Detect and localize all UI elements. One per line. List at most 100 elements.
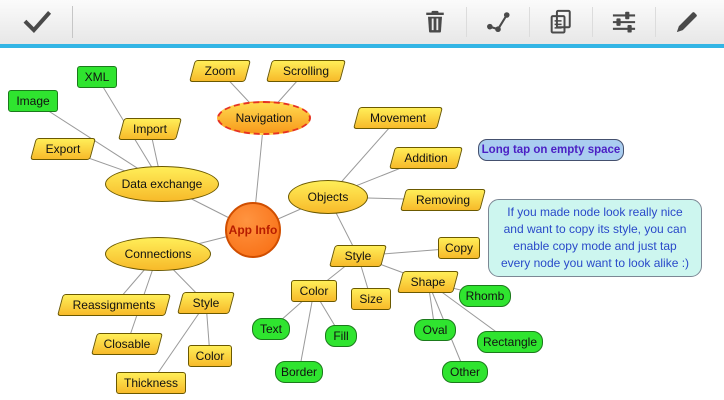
toolbar-separator xyxy=(529,7,530,37)
node-label: Oval xyxy=(422,322,448,337)
toolbar xyxy=(0,0,724,48)
mindmap-node-note-long-tap[interactable]: Long tap on empty space xyxy=(478,139,624,161)
node-shape xyxy=(414,319,456,341)
node-label: Import xyxy=(132,121,167,136)
toolbar-divider xyxy=(72,6,73,38)
mindmap-node-app-info[interactable]: App Info xyxy=(225,202,281,258)
mindmap-node-color-connections[interactable]: Color xyxy=(188,345,232,367)
mindmap-node-image[interactable]: Image xyxy=(8,90,58,112)
mindmap-node-border[interactable]: Border xyxy=(275,361,323,383)
mindmap-node-xml[interactable]: XML xyxy=(77,66,117,88)
settings-button[interactable] xyxy=(593,0,655,44)
mindmap-node-text[interactable]: Text xyxy=(252,318,290,340)
node-label: Border xyxy=(280,364,318,379)
mindmap-node-connections[interactable]: Connections xyxy=(105,237,211,271)
node-label: Reassignments xyxy=(72,297,156,312)
node-label: Long tap on empty space xyxy=(481,143,621,156)
node-shape xyxy=(275,361,323,383)
toolbar-separator xyxy=(466,7,467,37)
node-label: Style xyxy=(192,295,220,310)
node-shape xyxy=(188,345,232,367)
node-label: Rhomb xyxy=(465,288,505,303)
node-label: Scrolling xyxy=(282,63,330,78)
copy-pages-icon xyxy=(547,8,575,36)
node-label: Shape xyxy=(410,274,446,289)
mindmap-node-export[interactable]: Export xyxy=(30,138,96,160)
node-label: Movement xyxy=(369,110,427,125)
mindmap-node-navigation[interactable]: Navigation xyxy=(217,101,311,135)
node-label: Export xyxy=(45,141,81,156)
node-label: Other xyxy=(449,364,480,379)
node-shape xyxy=(105,237,211,271)
node-label: If you made node look really nice and wa… xyxy=(500,205,690,270)
mindmap-node-copy[interactable]: Copy xyxy=(438,237,480,259)
node-shape xyxy=(288,180,368,214)
confirm-button[interactable] xyxy=(6,0,68,44)
mindmap-node-reassignments[interactable]: Reassignments xyxy=(57,294,171,316)
mindmap-node-style-connections[interactable]: Style xyxy=(177,292,235,314)
mindmap-node-style-objects[interactable]: Style xyxy=(329,245,387,267)
mindmap-node-closable[interactable]: Closable xyxy=(91,333,163,355)
node-label: Color xyxy=(195,348,225,363)
node-label: Navigation xyxy=(235,110,293,125)
mindmap-node-rhomb[interactable]: Rhomb xyxy=(459,285,511,307)
mindmap-node-size[interactable]: Size xyxy=(351,288,391,310)
node-shape xyxy=(291,280,337,302)
mindmap-node-scrolling[interactable]: Scrolling xyxy=(266,60,346,82)
mindmap-node-other[interactable]: Other xyxy=(442,361,488,383)
mindmap-node-oval[interactable]: Oval xyxy=(414,319,456,341)
node-label: Closable xyxy=(103,336,151,351)
node-shape xyxy=(351,288,391,310)
node-shape xyxy=(116,372,186,394)
node-shape xyxy=(217,101,311,135)
node-shape xyxy=(225,202,281,258)
connection-tool-button[interactable] xyxy=(467,0,529,44)
mindmap-node-fill[interactable]: Fill xyxy=(325,325,357,347)
mindmap-node-zoom[interactable]: Zoom xyxy=(189,60,251,82)
sliders-icon xyxy=(610,8,638,36)
mindmap-node-note-copy-style[interactable]: If you made node look really nice and wa… xyxy=(488,199,702,277)
node-label: Data exchange xyxy=(121,176,203,191)
node-label: Thickness xyxy=(123,375,179,390)
check-icon xyxy=(20,7,54,37)
mindmap-node-import[interactable]: Import xyxy=(118,118,182,140)
node-shape xyxy=(438,237,480,259)
node-label: Removing xyxy=(415,192,471,207)
pencil-icon xyxy=(673,8,701,36)
mindmap-node-color-objects[interactable]: Color xyxy=(291,280,337,302)
node-shape xyxy=(477,331,543,353)
node-shape xyxy=(252,318,290,340)
node-shape xyxy=(478,139,624,161)
delete-button[interactable] xyxy=(404,0,466,44)
toolbar-separator xyxy=(655,7,656,37)
node-label: Color xyxy=(299,283,329,298)
edge-color-objects--border xyxy=(298,290,315,373)
edit-button[interactable] xyxy=(656,0,718,44)
node-shape xyxy=(8,90,58,112)
mindmap-node-shape[interactable]: Shape xyxy=(397,271,459,293)
mindmap-node-addition[interactable]: Addition xyxy=(389,147,463,169)
copy-mode-button[interactable] xyxy=(530,0,592,44)
mindmap-node-rectangle[interactable]: Rectangle xyxy=(477,331,543,353)
node-label: XML xyxy=(84,69,110,84)
node-label: Copy xyxy=(444,240,473,255)
node-label: Fill xyxy=(333,328,349,343)
node-shape xyxy=(488,199,702,277)
node-label: Rectangle xyxy=(482,334,538,349)
mindmap-node-thickness[interactable]: Thickness xyxy=(116,372,186,394)
node-label: Image xyxy=(16,93,50,108)
trash-icon xyxy=(421,8,449,36)
node-label: Zoom xyxy=(204,63,236,78)
node-label: Connections xyxy=(124,246,192,261)
toolbar-separator xyxy=(592,7,593,37)
edge-style-connections--thickness xyxy=(150,302,207,384)
mindmap-node-objects[interactable]: Objects xyxy=(288,180,368,214)
node-label: Text xyxy=(259,321,282,336)
node-label: Style xyxy=(344,248,372,263)
mindmap-node-data-exchange[interactable]: Data exchange xyxy=(105,166,219,202)
node-shape xyxy=(325,325,357,347)
mindmap-node-movement[interactable]: Movement xyxy=(353,107,443,129)
mindmap-node-removing[interactable]: Removing xyxy=(400,189,486,211)
